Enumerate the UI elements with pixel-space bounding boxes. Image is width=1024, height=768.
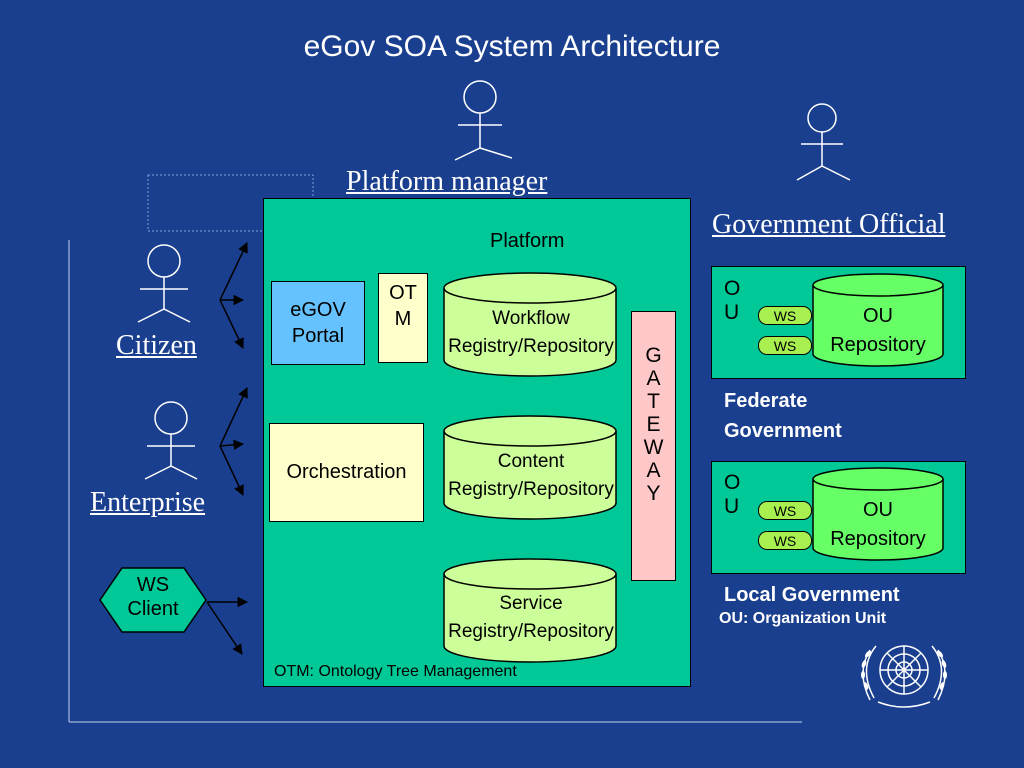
ws-client-label: WS Client: [100, 573, 206, 621]
local-ou-repository-cylinder: [812, 467, 944, 561]
local-ws-pill-2: WS: [758, 531, 812, 550]
otm-line1: OT: [389, 282, 417, 304]
otm-box: OT M: [378, 273, 428, 363]
workflow-text: Workflow Registry/Repository: [420, 305, 642, 361]
ws-client-line1: WS: [136, 574, 170, 596]
ou-repo-line2: Repository: [830, 528, 926, 550]
ou-letter-o: O: [724, 471, 741, 494]
ou-repo-line2: Repository: [830, 334, 926, 356]
ws-label: WS: [773, 532, 797, 549]
ou-repo-line1: OU: [863, 499, 893, 521]
platform-manager-label: Platform manager: [346, 166, 548, 197]
local-government-caption: Local Government: [724, 584, 900, 606]
otm-line2: M: [394, 308, 412, 330]
ou-letter-u: U: [724, 495, 740, 518]
gateway-letter: T: [647, 390, 660, 413]
content-text: Content Registry/Repository: [420, 448, 642, 504]
workflow-line2: Registry/Repository: [448, 336, 614, 357]
ws-client-arrows: [206, 596, 249, 655]
local-ou-repository-text: OU Repository: [812, 496, 944, 554]
gateway-letter: W: [643, 436, 664, 459]
service-line2: Registry/Repository: [448, 621, 614, 642]
page-title: eGov SOA System Architecture: [303, 30, 721, 63]
ws-client-hexagon: [99, 567, 207, 633]
ou-letter-u: U: [724, 301, 740, 324]
federate-caption-line1: Federate: [724, 390, 808, 412]
ou-definition-note: OU: Organization Unit: [719, 610, 887, 627]
government-official-figure: [796, 103, 851, 181]
service-text: Service Registry/Repository: [420, 590, 642, 646]
federate-ou-repository-text: OU Repository: [812, 302, 944, 360]
ws-client-line2: Client: [127, 598, 179, 620]
federate-ou-repository-cylinder: [812, 273, 944, 367]
government-official-label: Government Official: [712, 209, 946, 240]
ws-label: WS: [773, 307, 797, 324]
ou-repo-line1: OU: [863, 305, 893, 327]
otm-footnote: OTM: Ontology Tree Management: [274, 663, 517, 680]
platform-label: Platform: [490, 230, 565, 252]
ws-label: WS: [773, 502, 797, 519]
federate-ou-letters: O U: [724, 277, 740, 325]
federate-government-caption: Federate Government: [724, 386, 842, 446]
workflow-cylinder: [443, 272, 617, 377]
enterprise-arrows: [219, 387, 248, 496]
federate-ws-pill-1: WS: [758, 306, 812, 325]
gateway-box: G A T E W A Y: [631, 311, 676, 581]
gateway-letter: Y: [646, 482, 661, 505]
ws-label: WS: [773, 337, 797, 354]
orchestration-label: Orchestration: [286, 461, 407, 483]
local-ws-pill-1: WS: [758, 501, 812, 520]
orchestration-box: Orchestration: [269, 423, 424, 522]
federate-caption-line2: Government: [724, 420, 842, 442]
content-line1: Content: [497, 451, 565, 472]
citizen-label: Citizen: [116, 330, 197, 361]
content-line2: Registry/Repository: [448, 479, 614, 500]
federate-ws-pill-2: WS: [758, 336, 812, 355]
un-emblem-icon: [861, 645, 947, 708]
workflow-line1: Workflow: [492, 308, 570, 329]
enterprise-label: Enterprise: [90, 487, 206, 518]
egov-portal-line1: eGOV: [290, 299, 346, 321]
gateway-letter: A: [646, 367, 661, 390]
citizen-figure: [137, 244, 191, 323]
ou-letter-o: O: [724, 277, 741, 300]
service-cylinder: [443, 558, 617, 663]
gateway-letter: A: [646, 459, 661, 482]
service-line1: Service: [499, 593, 563, 614]
content-cylinder: [443, 415, 617, 520]
egov-portal-line2: Portal: [291, 325, 345, 347]
enterprise-figure: [144, 401, 198, 480]
local-ou-letters: O U: [724, 471, 740, 519]
gateway-letter: E: [646, 413, 661, 436]
egov-portal-box: eGOV Portal: [271, 281, 365, 365]
platform-manager-figure: [454, 80, 513, 161]
citizen-arrows: [219, 242, 248, 349]
gateway-letter: G: [645, 344, 662, 367]
